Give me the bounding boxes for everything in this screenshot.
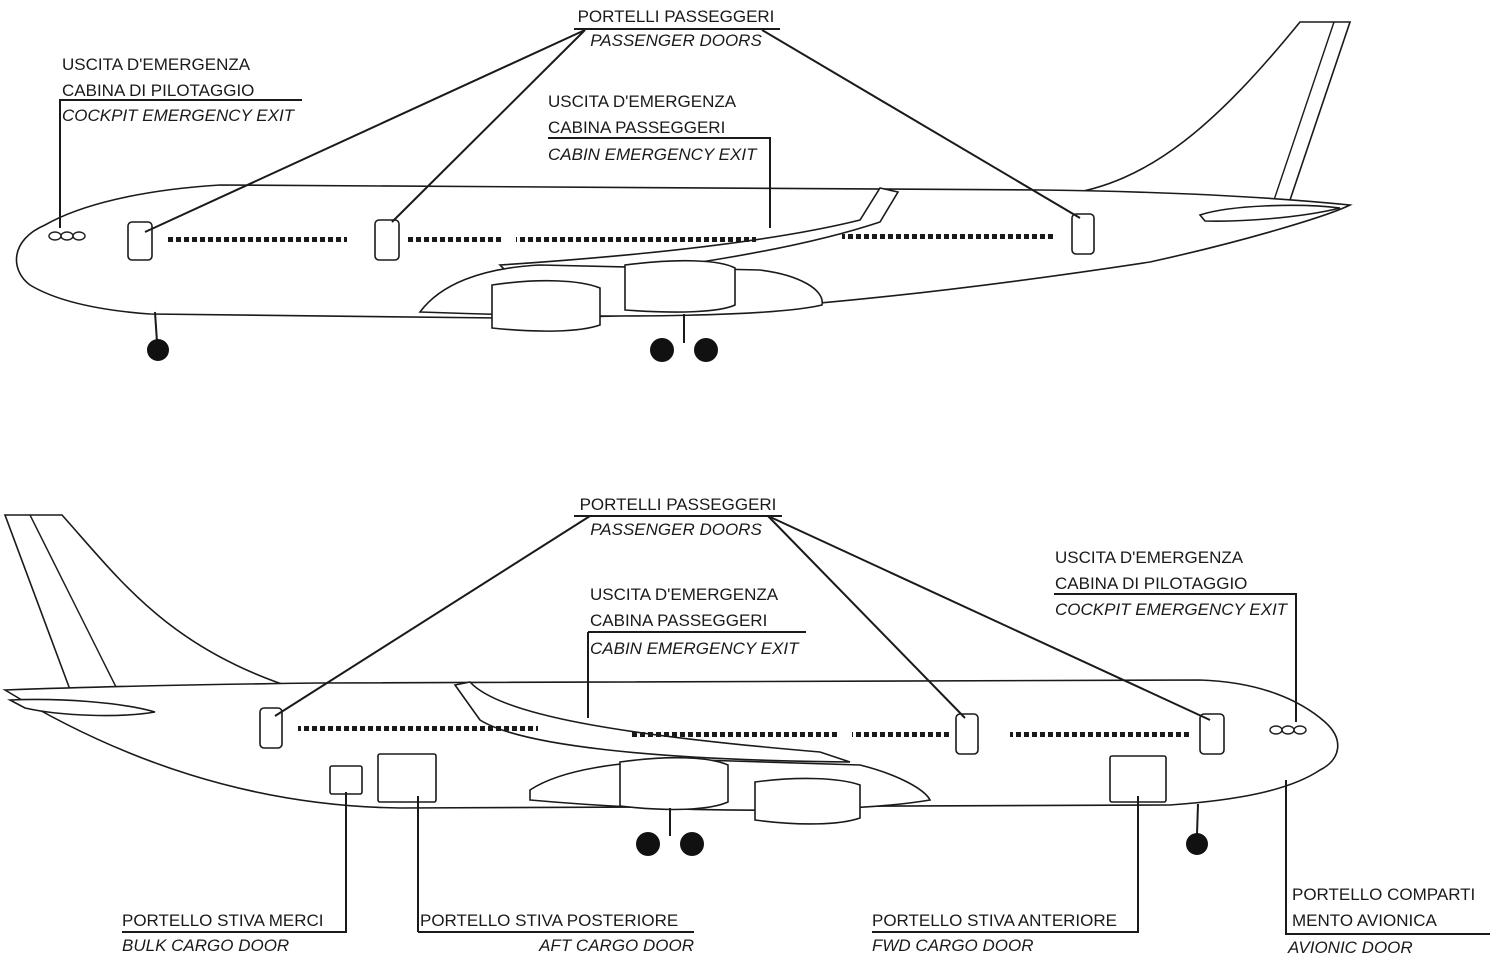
bottom-horizontal-stabilizer: [7, 698, 156, 717]
fwd-cargo-door-label: PORTELLO STIVA ANTERIORE: [872, 911, 1117, 930]
top-tail-rudder-line: [1273, 21, 1335, 201]
bottom-callout-lines: [122, 515, 1490, 935]
top-engine-inboard: [491, 279, 601, 332]
bottom-cockpit-exit-label-en: COCKPIT EMERGENCY EXIT: [1055, 600, 1289, 619]
fwd-cargo-door-label-en: FWD CARGO DOOR: [872, 936, 1034, 955]
bottom-wing: [453, 681, 851, 763]
top-passenger-doors-label-en: PASSENGER DOORS: [590, 31, 762, 50]
top-cabin-exit-label-en: CABIN EMERGENCY EXIT: [548, 145, 758, 164]
top-cockpit-exit-label-2: CABINA DI PILOTAGGIO: [62, 81, 254, 100]
bulk-cargo-door-label: PORTELLO STIVA MERCI: [122, 911, 324, 930]
bottom-nose-gear: [1186, 803, 1208, 855]
bottom-bulk-cargo-door: [329, 765, 363, 795]
avionic-door-label-1: PORTELLO COMPARTI: [1292, 885, 1475, 904]
aft-cargo-door-label: PORTELLO STIVA POSTERIORE: [420, 911, 678, 930]
top-window-row: [165, 234, 1056, 242]
top-cabin-exit-label-2: CABINA PASSEGGERI: [548, 118, 725, 137]
bottom-cabin-exit-label-en: CABIN EMERGENCY EXIT: [590, 639, 800, 658]
top-passenger-door-2: [374, 219, 400, 261]
bottom-cockpit-exit-label-2: CABINA DI PILOTAGGIO: [1055, 574, 1247, 593]
bottom-tail-rudder-line: [29, 514, 121, 696]
bulk-cargo-door-label-en: BULK CARGO DOOR: [122, 936, 289, 955]
top-passenger-door-1: [127, 221, 153, 261]
bottom-cabin-exit-label-1: USCITA D'EMERGENZA: [590, 585, 779, 604]
bottom-cockpit-windows: [1269, 725, 1307, 735]
top-aircraft: [15, 21, 1353, 362]
top-cabin-exit-label-1: USCITA D'EMERGENZA: [548, 92, 737, 111]
bottom-cabin-exit-label-2: CABINA PASSEGGERI: [590, 611, 767, 630]
top-cockpit-exit-label-en: COCKPIT EMERGENCY EXIT: [62, 106, 296, 125]
top-horizontal-stabilizer: [1198, 204, 1341, 222]
bottom-main-gear: [636, 808, 704, 856]
top-cockpit-windows: [48, 231, 86, 241]
top-passenger-doors-label: PORTELLI PASSEGGERI: [578, 7, 775, 26]
top-nose-gear: [147, 311, 169, 361]
bottom-engine-inboard: [619, 756, 729, 811]
label-underlines: [62, 28, 782, 517]
bottom-passenger-door-3: [1199, 713, 1225, 755]
bottom-aircraft: [2, 514, 1339, 856]
aft-cargo-door-label-en: AFT CARGO DOOR: [538, 936, 694, 955]
avionic-door-label-en: AVIONIC DOOR: [1287, 938, 1413, 957]
bottom-window-row: [298, 726, 1192, 737]
bottom-engine-outboard: [754, 777, 861, 825]
bottom-passenger-door-1: [259, 707, 283, 749]
top-engine-outboard: [624, 259, 736, 313]
top-passenger-door-3: [1071, 213, 1095, 255]
bottom-aft-cargo-door: [377, 753, 437, 803]
bottom-fwd-cargo-door: [1109, 755, 1167, 803]
top-cockpit-exit-label-1: USCITA D'EMERGENZA: [62, 55, 251, 74]
bottom-vertical-tail: [3, 514, 301, 696]
avionic-door-label-2: MENTO AVIONICA: [1292, 911, 1438, 930]
bottom-cockpit-exit-label-1: USCITA D'EMERGENZA: [1055, 548, 1244, 567]
top-main-gear: [650, 314, 718, 362]
bottom-passenger-doors-label: PORTELLI PASSEGGERI: [580, 495, 777, 514]
bottom-passenger-door-2: [955, 713, 979, 755]
bottom-passenger-doors-label-en: PASSENGER DOORS: [590, 520, 762, 539]
top-vertical-tail: [1059, 21, 1352, 201]
